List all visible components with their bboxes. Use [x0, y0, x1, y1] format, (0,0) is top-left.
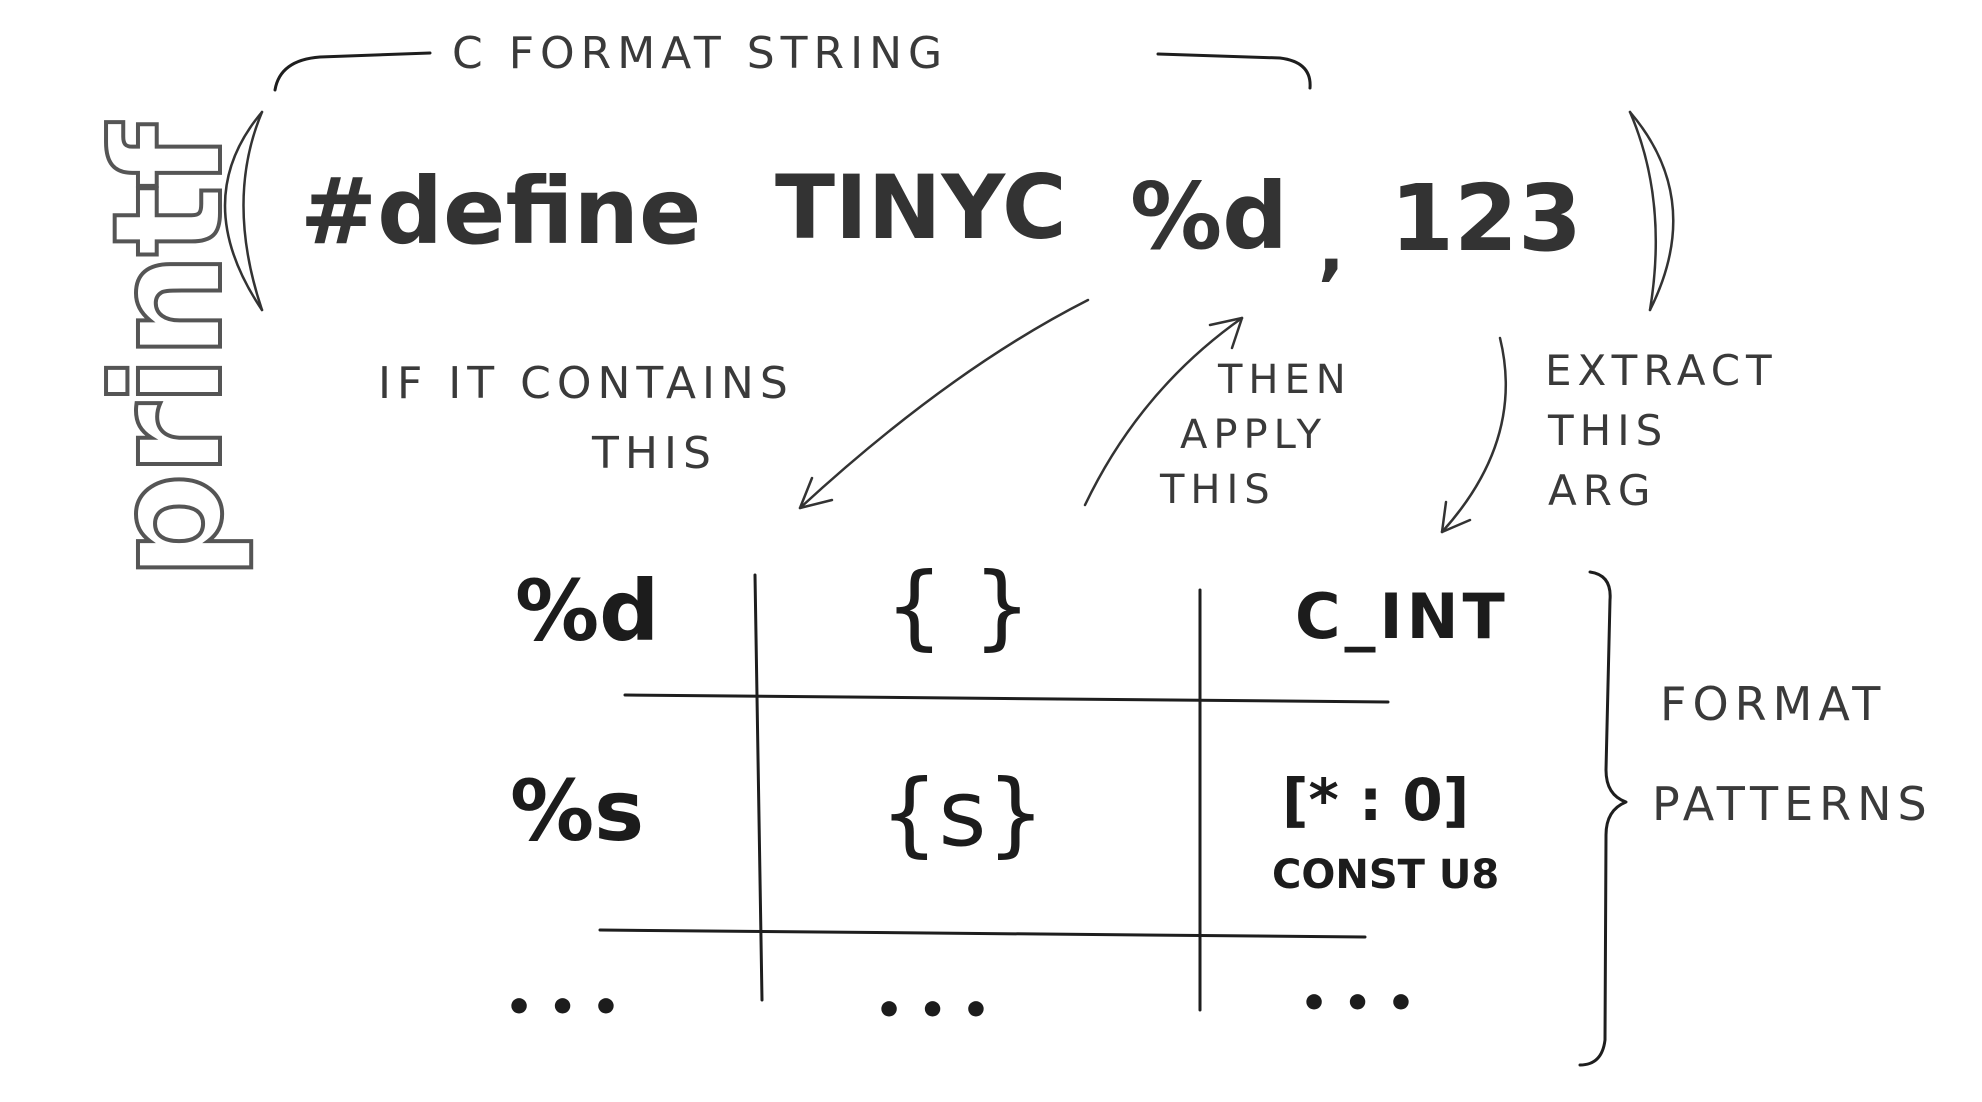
table-row-3-pattern: • • •	[875, 985, 990, 1036]
note-extract-line3: ARG	[1548, 466, 1656, 515]
printf-label: printf	[82, 122, 256, 580]
title-text: C FORMAT STRING	[452, 28, 948, 79]
note-patterns-line2: PATTERNS	[1652, 777, 1933, 831]
title-brace	[273, 51, 1312, 92]
arrow-apply	[1083, 316, 1244, 507]
table-row-2-arg-line1: [* : 0]	[1282, 766, 1469, 834]
pattern-table-grid	[598, 573, 1390, 1012]
table-row-1-arg: C_INT	[1295, 580, 1509, 653]
table-row-2-spec: %s	[510, 762, 644, 860]
table-row-3-spec: • • •	[505, 982, 620, 1033]
note-patterns-line1: FORMAT	[1660, 677, 1886, 731]
table-row-1-pattern: { }	[885, 553, 1031, 660]
table-row-3-arg: • • •	[1300, 978, 1415, 1029]
note-apply-line1: THEN	[1217, 357, 1352, 403]
arrow-contains	[798, 298, 1090, 510]
table-row-1-spec: %d	[515, 562, 659, 660]
code-name: TINYC	[775, 156, 1067, 259]
note-apply-line2: APPLY	[1180, 412, 1327, 458]
note-contains-line1: IF IT CONTAINS	[378, 358, 794, 409]
code-define: #define	[300, 158, 701, 265]
table-row-2-arg-line2: CONST U8	[1272, 852, 1499, 898]
open-parenthesis	[223, 110, 264, 312]
close-parenthesis	[1628, 110, 1675, 312]
note-contains-line2: THIS	[591, 428, 717, 479]
patterns-brace	[1578, 570, 1628, 1067]
code-value: 123	[1390, 165, 1582, 272]
note-extract-line2: THIS	[1547, 406, 1668, 455]
arrow-extract	[1440, 336, 1507, 534]
table-row-2-pattern: {s}	[880, 760, 1045, 867]
note-apply-line3: THIS	[1159, 467, 1276, 513]
code-comma: ,	[1318, 207, 1345, 289]
note-extract-line1: EXTRACT	[1545, 346, 1778, 395]
code-format: %d	[1130, 163, 1288, 270]
